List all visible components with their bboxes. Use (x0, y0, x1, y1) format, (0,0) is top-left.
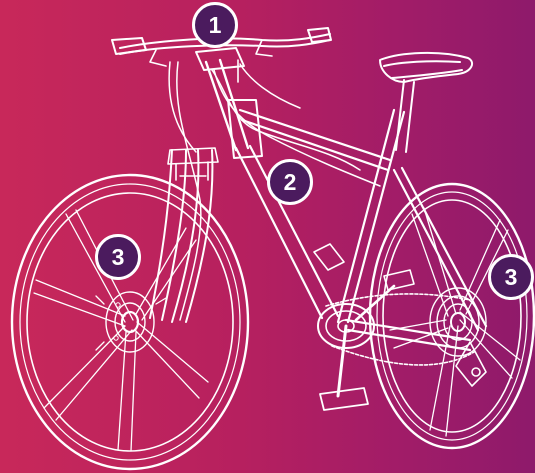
rear-wheel (370, 184, 534, 448)
front-fork (150, 148, 218, 322)
callout-badge: 3 (488, 254, 534, 300)
callout-badge: 3 (95, 234, 141, 280)
front-wheel (12, 175, 248, 469)
rear-spokes (390, 208, 520, 436)
callout-badge: 1 (192, 2, 238, 48)
callout-badge: 2 (267, 159, 313, 205)
saddle (380, 53, 472, 82)
